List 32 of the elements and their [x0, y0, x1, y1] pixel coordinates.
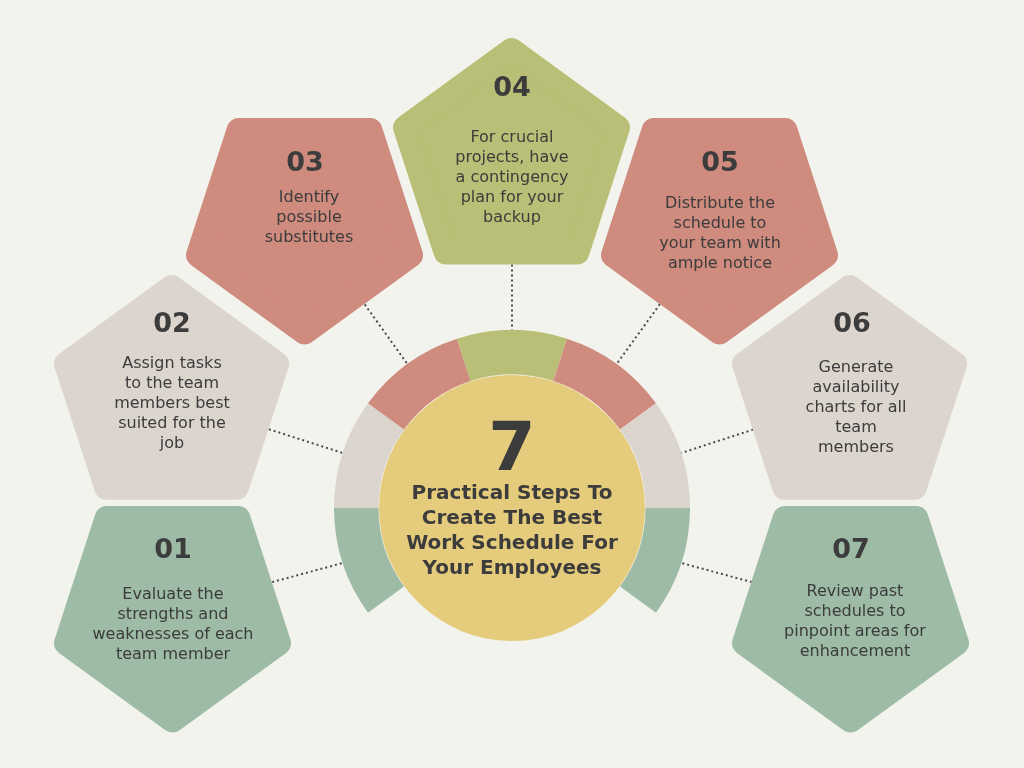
ring-segment: [553, 338, 657, 430]
step-description: Identify possible substitutes: [263, 187, 355, 247]
step-description: Assign tasks to the team members best suited for the job: [113, 353, 231, 453]
step-description: Evaluate the strengths and weaknesses of each team member: [91, 584, 255, 664]
step-number: 07: [832, 534, 870, 564]
ring-segment: [456, 330, 568, 382]
pentagon-card: [732, 506, 970, 733]
step-number: 01: [154, 534, 192, 564]
step-number: 02: [153, 308, 191, 338]
step-number: 05: [701, 147, 739, 177]
step-description: Review past schedules to pinpoint areas for enhancement: [783, 581, 927, 661]
leader-line: [363, 303, 409, 366]
step-number: 06: [833, 308, 871, 338]
ring-segment: [334, 508, 404, 613]
ring-segment: [367, 338, 471, 430]
pentagon-card: [393, 38, 631, 265]
pentagon-card: [54, 275, 290, 500]
step-number: 03: [286, 147, 324, 177]
ring-segment: [620, 403, 690, 508]
pentagon-card: [54, 506, 292, 733]
leader-line: [679, 561, 753, 584]
step-description: Generate availability charts for all team members: [804, 357, 908, 457]
big-number: 7: [488, 412, 536, 482]
leader-line: [271, 561, 345, 584]
ring-segment: [620, 507, 690, 613]
leader-line: [615, 303, 661, 366]
circle-heading: Practical Steps To Create The Best Work Schedule For Your Employees: [405, 479, 619, 580]
pentagon-card: [732, 275, 968, 500]
step-description: For crucial projects, have a contingency plan for your backup: [454, 127, 570, 227]
ring-segment: [334, 403, 404, 508]
step-description: Distribute the schedule to your team with ample notice: [658, 193, 782, 273]
step-number: 04: [493, 72, 531, 102]
